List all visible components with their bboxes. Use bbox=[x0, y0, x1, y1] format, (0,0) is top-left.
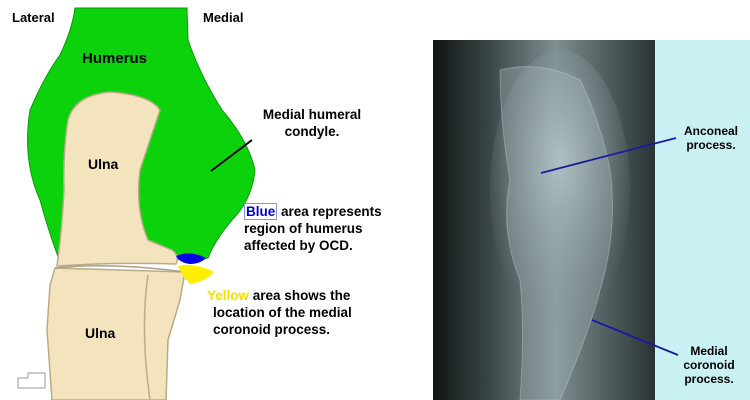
xray-coronoid-annotation: Medial coronoid process. bbox=[674, 344, 744, 386]
medial-condyle-line2: condyle. bbox=[237, 123, 387, 140]
medial-label: Medial bbox=[203, 9, 243, 26]
corner-sketch bbox=[18, 373, 45, 388]
coronoid-annotation-line1: area shows the bbox=[249, 288, 350, 303]
coronoid-annotation-line3: coronoid process. bbox=[207, 321, 422, 338]
humerus-label: Humerus bbox=[82, 50, 147, 67]
xray-coronoid-line3: process. bbox=[674, 372, 744, 386]
medial-condyle-annotation: Medial humeral condyle. bbox=[237, 106, 387, 140]
anconeal-annotation: Anconeal process. bbox=[676, 124, 746, 152]
lower-ulna-bone bbox=[47, 268, 185, 400]
ocd-annotation-line1: area represents bbox=[277, 204, 381, 219]
anconeal-line1: Anconeal bbox=[676, 124, 746, 138]
ulna-lower-label: Ulna bbox=[85, 325, 115, 342]
coronoid-annotation: Yellow area shows the location of the me… bbox=[207, 287, 422, 338]
ulna-upper-label: Ulna bbox=[88, 156, 118, 173]
xray-coronoid-line2: coronoid bbox=[674, 358, 744, 372]
anconeal-line2: process. bbox=[676, 138, 746, 152]
ocd-annotation: Blue area represents region of humerus a… bbox=[244, 203, 439, 254]
yellow-keyword: Yellow bbox=[207, 288, 249, 303]
xray-coronoid-line1: Medial bbox=[674, 344, 744, 358]
medial-condyle-line1: Medial humeral bbox=[237, 106, 387, 123]
ocd-annotation-line2: region of humerus bbox=[244, 220, 439, 237]
coronoid-annotation-line2: location of the medial bbox=[207, 304, 422, 321]
blue-keyword: Blue bbox=[244, 203, 277, 220]
ocd-annotation-line3: affected by OCD. bbox=[244, 237, 439, 254]
lateral-label: Lateral bbox=[12, 9, 55, 26]
